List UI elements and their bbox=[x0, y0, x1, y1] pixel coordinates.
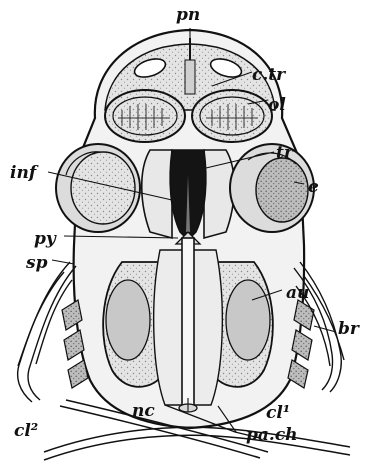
label-pn: pn bbox=[176, 5, 200, 25]
label-tr: tr bbox=[276, 143, 294, 163]
optic-lobe-right bbox=[192, 90, 272, 142]
label-br: br bbox=[338, 319, 360, 339]
label-inf: inf bbox=[10, 163, 39, 183]
label-au: au bbox=[286, 283, 309, 303]
label-cl2: cl² bbox=[14, 421, 38, 441]
label-ol: ol bbox=[268, 95, 286, 115]
notochord bbox=[182, 238, 194, 408]
label-sp: sp bbox=[25, 253, 48, 273]
label-ctr: c.tr bbox=[252, 65, 286, 85]
label-cl1: cl¹ bbox=[266, 403, 290, 423]
label-e: e bbox=[308, 177, 319, 197]
optic-lobe-left bbox=[105, 90, 185, 142]
eye-left bbox=[56, 144, 140, 232]
cleft-tubes-left bbox=[18, 262, 76, 402]
label-nc: nc bbox=[132, 401, 155, 421]
eye-right bbox=[230, 144, 314, 232]
label-pach: pa.ch bbox=[246, 425, 298, 445]
label-py: py bbox=[34, 229, 57, 249]
